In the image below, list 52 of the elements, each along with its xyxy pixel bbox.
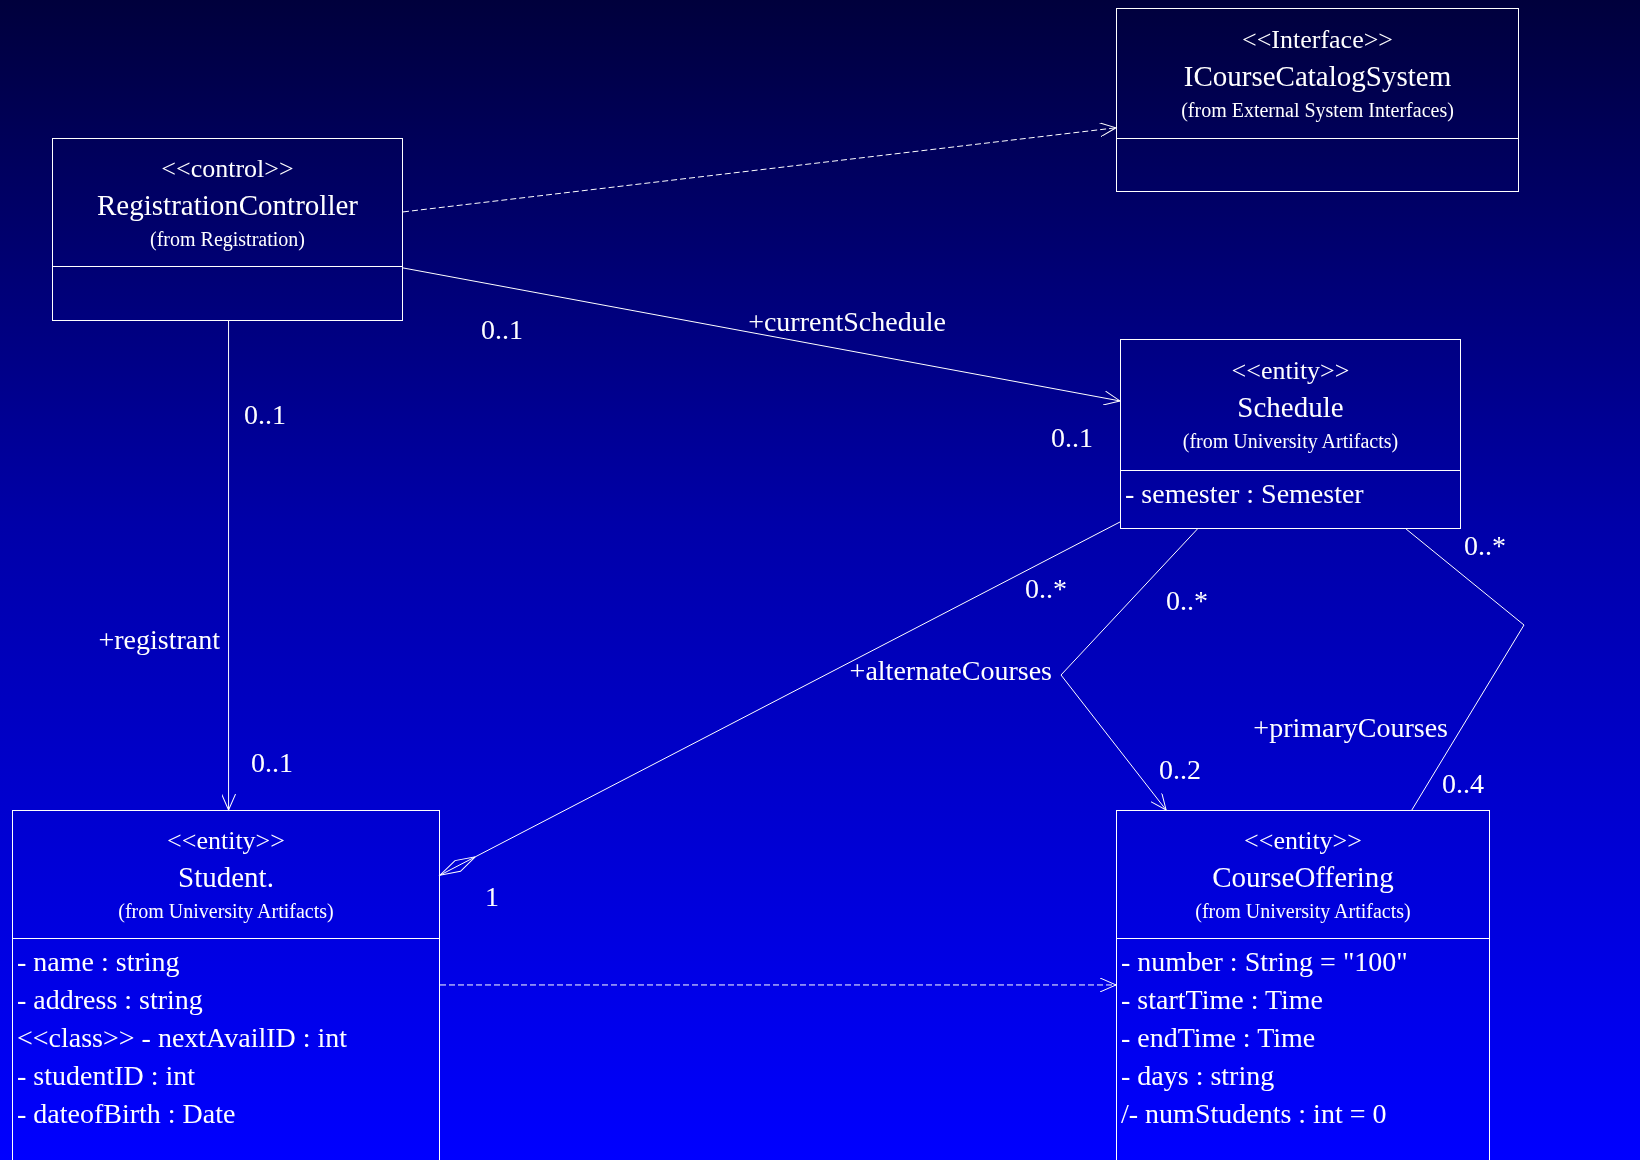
multiplicity-label: 0..1 — [1051, 422, 1093, 454]
class-name: ICourseCatalogSystem — [1183, 58, 1452, 94]
stereotype-label: <<entity>> — [1231, 355, 1350, 387]
multiplicity-label: 0..* — [1464, 530, 1506, 562]
stereotype-label: <<entity>> — [167, 824, 285, 857]
package-label: (from External System Interfaces) — [1181, 97, 1454, 124]
attribute-text: - semester : Semester — [1125, 477, 1364, 511]
package-label: (from University Artifacts) — [118, 898, 334, 925]
dependency-arrow — [439, 977, 1117, 993]
multiplicity-label: 0..* — [1025, 573, 1067, 605]
class-name: CourseOffering — [1212, 859, 1394, 895]
association-line — [402, 267, 1121, 406]
dependency-arrow — [402, 122, 1117, 213]
class-name: Student. — [178, 859, 274, 895]
multiplicity-label: 0..2 — [1159, 754, 1201, 786]
stereotype-label: <<control>> — [161, 152, 294, 185]
attribute-text: - name : string — [17, 945, 180, 979]
role-label: +registrant — [98, 624, 220, 656]
class-box — [12, 810, 440, 1160]
attribute-text: <<class>> - nextAvailID : int — [17, 1021, 348, 1055]
class-box — [1116, 810, 1490, 1160]
class-box — [52, 138, 403, 321]
association-line — [1060, 528, 1198, 811]
attribute-text: - startTime : Time — [1121, 983, 1323, 1017]
attribute-text: - studentID : int — [17, 1059, 196, 1093]
attribute-text: - endTime : Time — [1121, 1021, 1316, 1055]
class-name: Schedule — [1237, 390, 1344, 425]
multiplicity-label: 0..1 — [481, 314, 523, 346]
attribute-text: - dateofBirth : Date — [17, 1097, 236, 1131]
multiplicity-label: 0..1 — [251, 747, 293, 779]
multiplicity-label: 0..1 — [244, 399, 286, 431]
package-label: (from University Artifacts) — [1182, 429, 1399, 455]
package-label: (from University Artifacts) — [1195, 898, 1411, 925]
attribute-text: /- numStudents : int = 0 — [1121, 1097, 1387, 1131]
class-box — [1120, 339, 1461, 529]
association-line — [1405, 528, 1525, 811]
association-line — [221, 320, 237, 811]
aggregation-line — [439, 521, 1121, 876]
role-label: +alternateCourses — [849, 655, 1052, 687]
multiplicity-label: 0..* — [1166, 585, 1208, 617]
role-label: +primaryCourses — [1253, 712, 1448, 744]
stereotype-label: <<entity>> — [1244, 824, 1362, 857]
attribute-text: - address : string — [17, 983, 203, 1017]
multiplicity-label: 0..4 — [1442, 768, 1484, 800]
class-name: RegistrationController — [97, 187, 358, 223]
class-box — [1116, 8, 1519, 192]
stereotype-label: <<Interface>> — [1242, 23, 1393, 56]
attribute-text: - number : String = "100" — [1121, 945, 1408, 979]
multiplicity-label: 1 — [485, 881, 499, 913]
role-label: +currentSchedule — [748, 306, 946, 338]
package-label: (from Registration) — [150, 226, 305, 253]
attribute-text: - days : string — [1121, 1059, 1275, 1093]
